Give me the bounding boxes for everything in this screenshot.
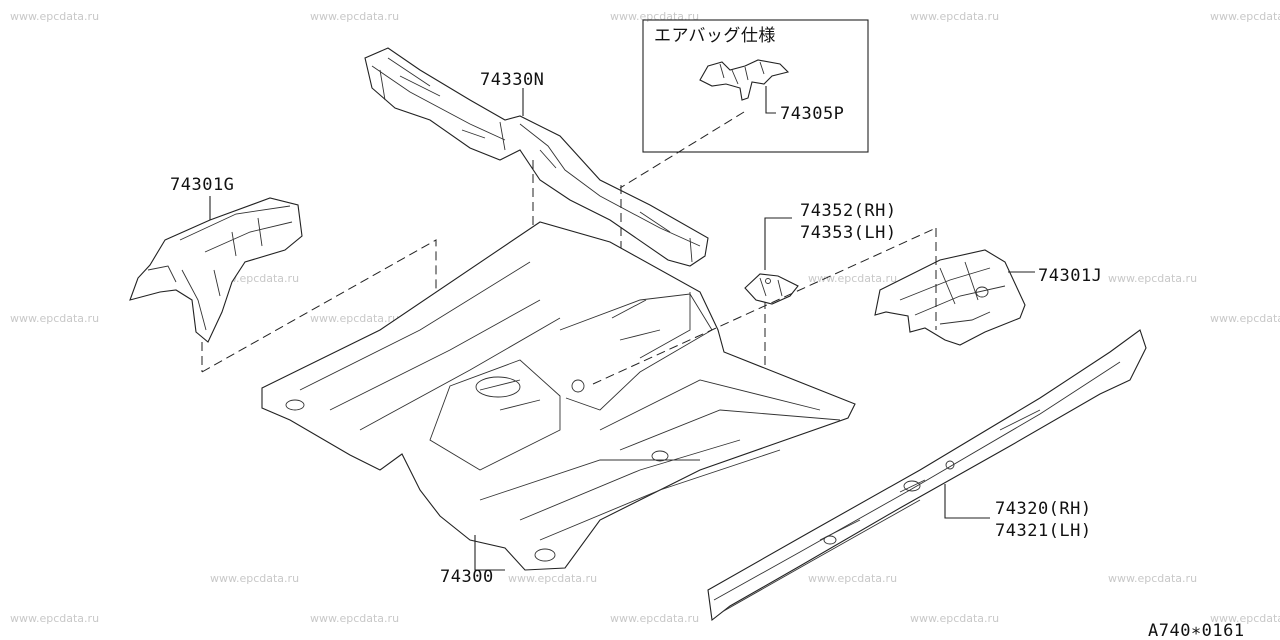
- watermark: www.epcdata.ru: [508, 572, 597, 585]
- inset-frame: [642, 19, 869, 153]
- watermark: www.epcdata.ru: [808, 272, 897, 285]
- watermark: www.epcdata.ru: [10, 10, 99, 23]
- watermark: www.epcdata.ru: [1108, 272, 1197, 285]
- part-label-74301j: 74301J: [1038, 266, 1102, 286]
- watermark: www.epcdata.ru: [910, 612, 999, 625]
- watermark: www.epcdata.ru: [808, 572, 897, 585]
- watermark: www.epcdata.ru: [10, 612, 99, 625]
- part-label-74353-lh: 74353(LH): [800, 223, 897, 243]
- crossmember-part: [364, 47, 709, 267]
- watermark: www.epcdata.ru: [310, 10, 399, 23]
- right-bracket-guide: [592, 227, 937, 385]
- watermark: www.epcdata.ru: [210, 572, 299, 585]
- leader-74300: [474, 535, 505, 571]
- side-sill-part: [707, 329, 1147, 622]
- watermark: www.epcdata.ru: [610, 10, 699, 23]
- inset-title: エアバッグ仕様: [654, 26, 776, 46]
- part-label-74320-rh: 74320(RH): [995, 499, 1092, 519]
- inset-connector: [619, 111, 745, 189]
- watermark: www.epcdata.ru: [310, 312, 399, 325]
- part-label-74300: 74300: [440, 567, 494, 587]
- small-bracket-part: [744, 273, 799, 305]
- right-bracket-part: [874, 249, 1026, 346]
- watermark: www.epcdata.ru: [1210, 612, 1280, 625]
- part-label-74305p: 74305P: [780, 104, 844, 124]
- leader-74352: [764, 217, 792, 270]
- part-label-74352-rh: 74352(RH): [800, 201, 897, 221]
- leader-74320: [944, 484, 990, 519]
- diagram-code: A740∗0161: [1148, 621, 1245, 640]
- part-label-74321-lh: 74321(LH): [995, 521, 1092, 541]
- part-label-74330n: 74330N: [480, 70, 544, 90]
- watermark: www.epcdata.ru: [1210, 10, 1280, 23]
- watermark: www.epcdata.ru: [610, 612, 699, 625]
- inset-bracket-part: [699, 59, 790, 101]
- left-bracket-part: [129, 197, 303, 343]
- watermark: www.epcdata.ru: [910, 10, 999, 23]
- watermark: www.epcdata.ru: [1108, 572, 1197, 585]
- watermark: www.epcdata.ru: [310, 612, 399, 625]
- part-label-74301g: 74301G: [170, 175, 234, 195]
- watermark: www.epcdata.ru: [1210, 312, 1280, 325]
- watermark: www.epcdata.ru: [10, 312, 99, 325]
- airbag-inset: エアバッグ仕様 74305P: [642, 19, 869, 153]
- inset-leader: [765, 86, 776, 114]
